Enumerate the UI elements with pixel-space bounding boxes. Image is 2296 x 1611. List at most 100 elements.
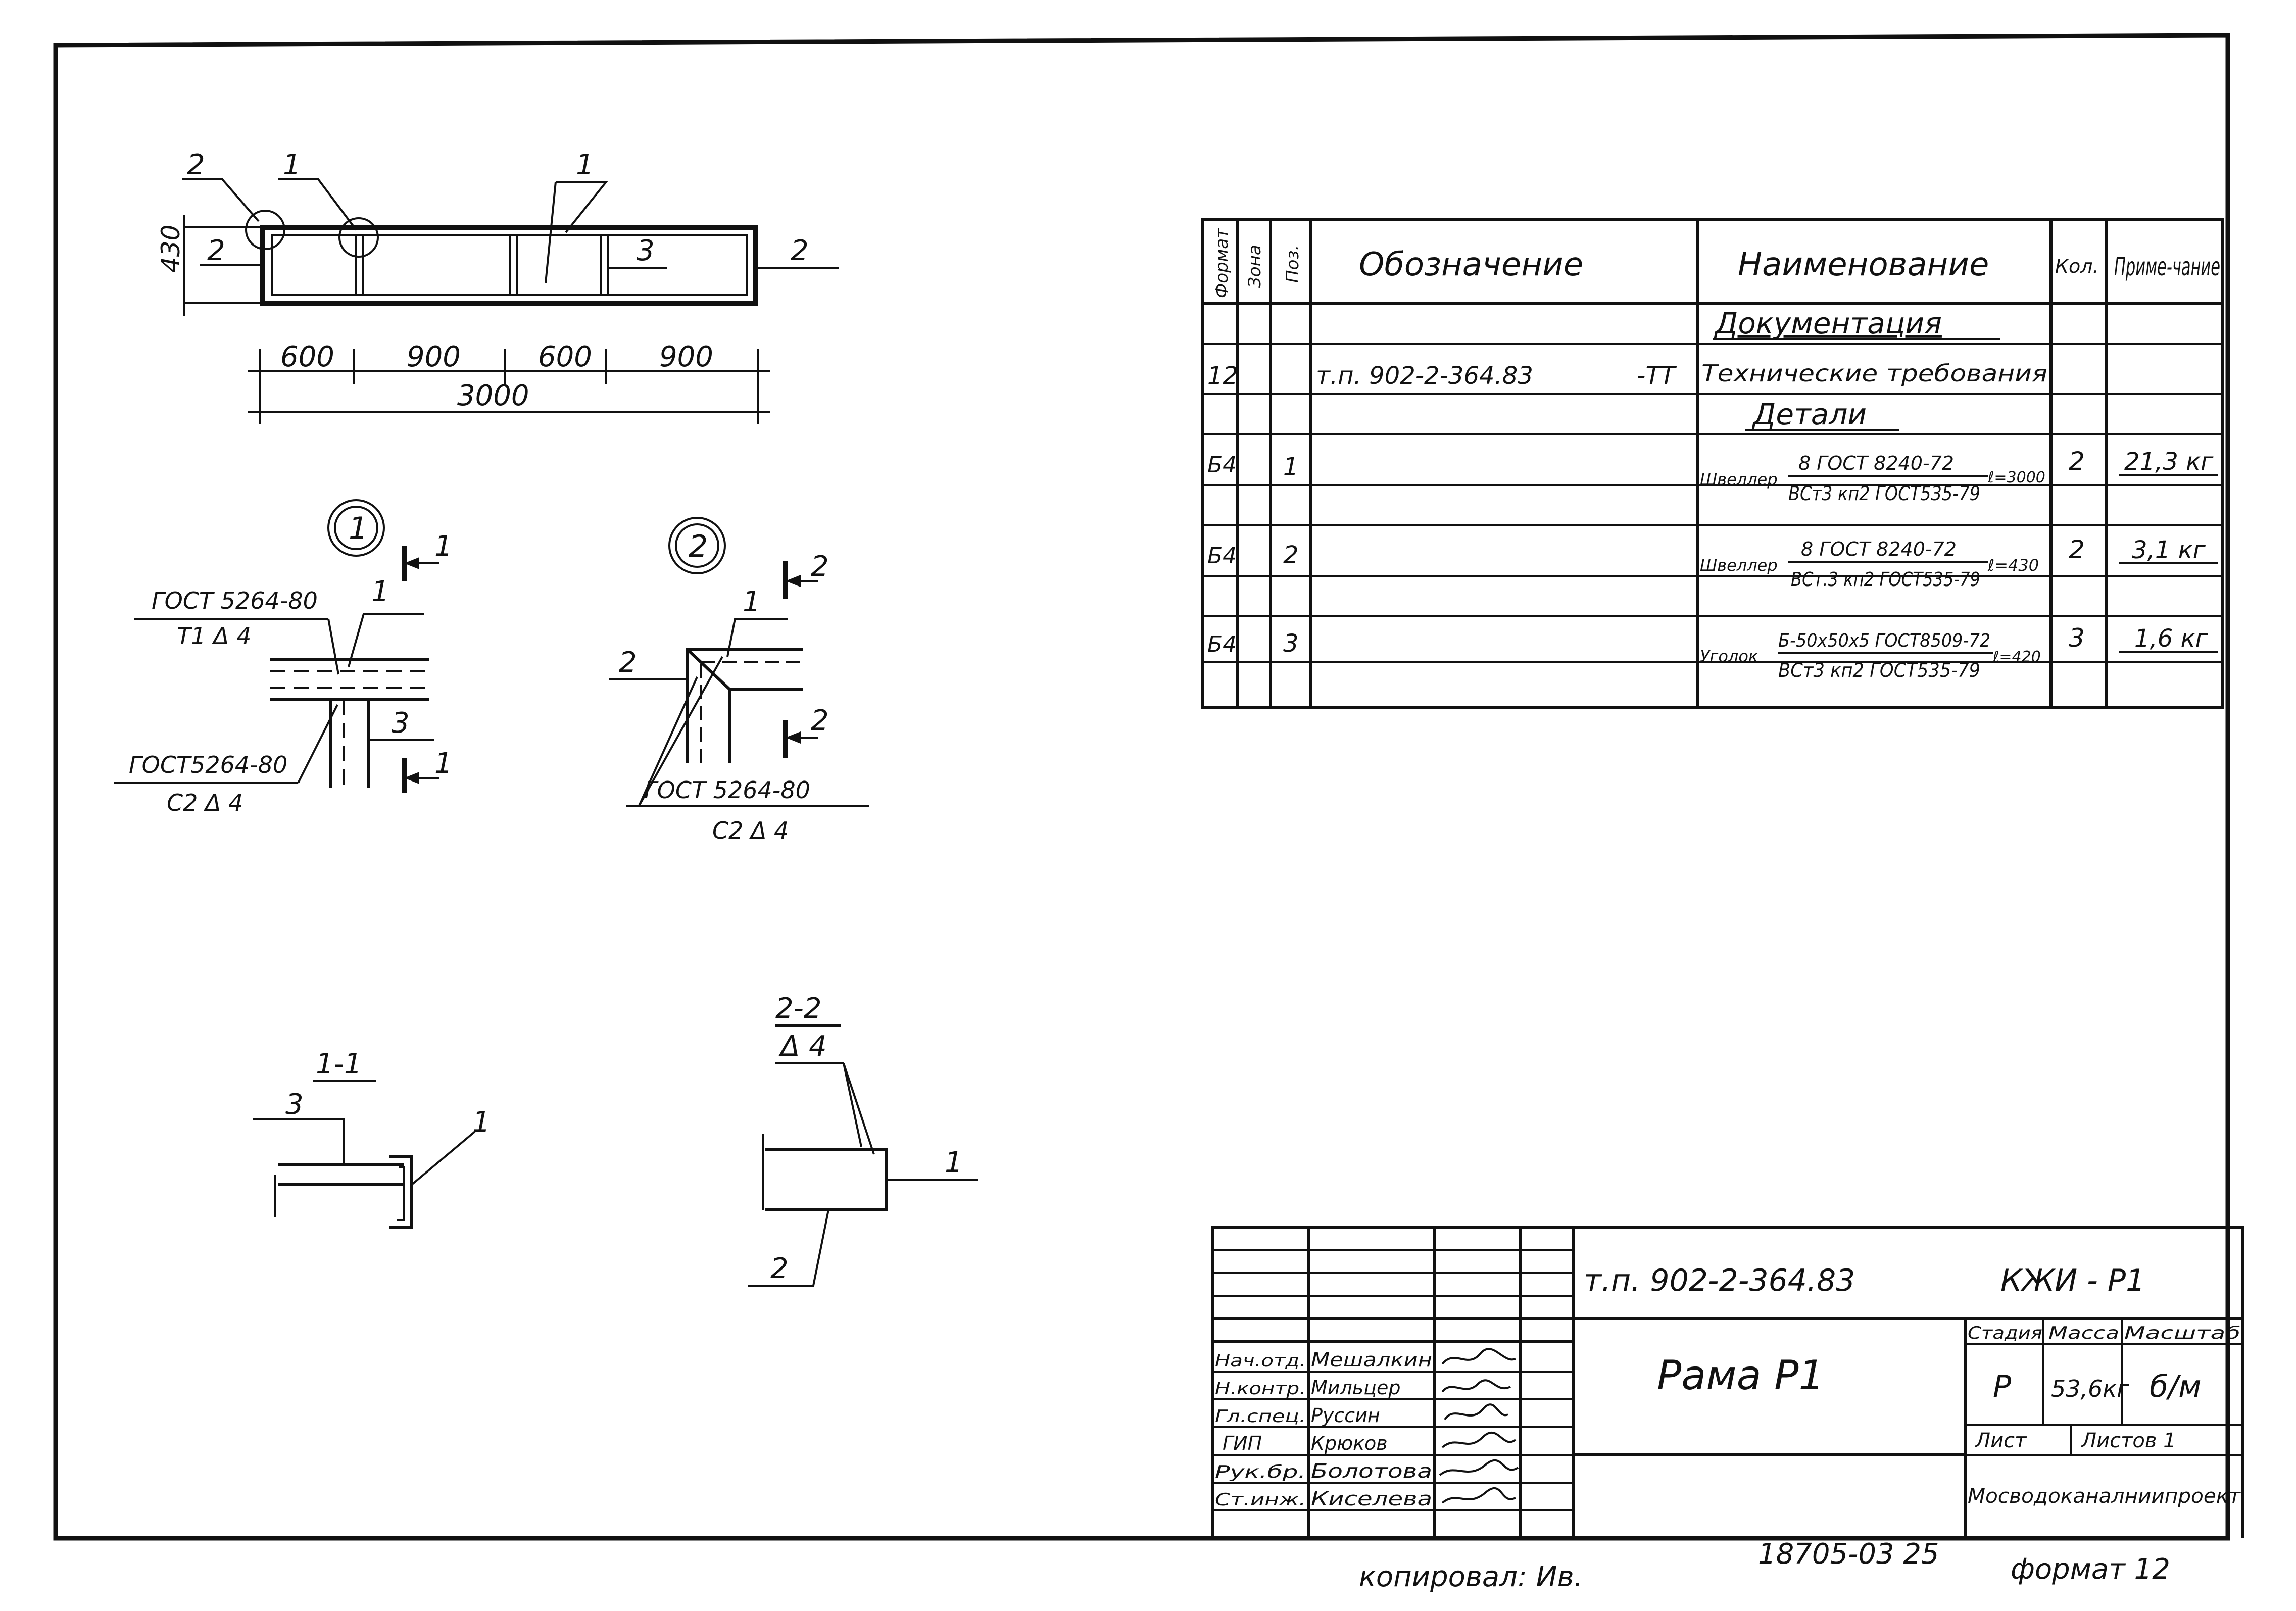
title-stage: Р [1993,1369,2012,1404]
spec-header-zone: Зона [1245,245,1265,288]
spec-doc-designation: т.п. 902-2-364.83 [1316,362,1533,390]
spec-row-3-format: Б4 [1207,631,1237,657]
spec-row-2-bottom: ВСт.3 кп2 ГОСТ535-79 [1791,568,1980,591]
spec-row-3-top: Б-50х50х5 ГОСТ8509-72 [1778,630,1990,651]
spec-header-qty: Кол. [2055,255,2099,277]
spec-row-3-kind: Уголок [1700,647,1758,666]
detail-2: 2 2 2 1 2 ГОСТ 5264-80 С2 Δ 4 [609,517,869,844]
callout-part-2: 2 [187,149,205,181]
dim-600-a: 600 [280,340,334,373]
title-mass: 53,6кг [2051,1375,2129,1402]
title-mark: КЖИ - Р1 [2000,1263,2145,1298]
callout-part-2-left: 2 [207,234,225,267]
spec-row-3-length: ℓ=420 [1992,648,2041,666]
spec-doc-suffix: -ТТ [1637,362,1677,390]
detail-2-weld-std: ГОСТ 5264-80 [644,776,810,804]
callout-part-1-right: 1 [576,149,594,181]
spec-header-designation: Обозначение [1359,246,1583,283]
signer-role-6: Ст.инж. [1215,1490,1306,1510]
title-organization: Мосводоканалниипроект [1968,1485,2241,1508]
spec-doc-format: 12 [1207,362,1238,390]
section-1-1-part-3: 3 [285,1088,304,1121]
footer-archive-number: 18705-03 25 [1758,1538,1939,1571]
spec-row-1-bottom: ВСт3 кп2 ГОСТ535-79 [1788,482,1980,505]
signer-role-3: Гл.спец. [1215,1406,1306,1427]
title-scale-label: Масштаб [2124,1323,2240,1343]
footer-copied: копировал: Ив. [1359,1560,1583,1593]
spec-section-details: Детали [1751,397,1867,431]
detail-2-circle [245,210,285,250]
signer-name-5: Болотова [1311,1460,1432,1482]
spec-row-1-pos: 1 [1283,453,1299,481]
callout-part-1: 1 [283,149,301,181]
detail-2-weld-code: С2 Δ 4 [712,817,789,844]
frame-plan-view: 2 1 1 2 3 2 430 600 900 600 900 3000 [156,149,839,424]
signer-role-2: Н.контр. [1215,1379,1306,1399]
spec-row-2-qty: 2 [2069,535,2085,564]
signer-name-3: Руссин [1311,1404,1380,1427]
spec-row-3-qty: 3 [2069,623,2085,653]
spec-header-note: Приме-чание [2114,252,2220,281]
drawing-frame [53,33,2230,1541]
spec-row-1-qty: 2 [2069,447,2085,476]
signer-name-4: Крюков [1311,1432,1388,1454]
detail-1-weld-top-std: ГОСТ 5264-80 [152,587,318,614]
cut-2-bottom: 2 [811,704,829,737]
detail-1: 1 1 1 1 3 ГОСТ 5264-80 Т1 Δ 4 ГОСТ5264-8… [114,499,453,816]
detail-1-circle [338,217,379,258]
detail-1-part-1: 1 [371,575,389,608]
frame-outline [260,225,758,306]
spec-header-name: Наименование [1738,246,1989,283]
detail-1-weld-bottom-std: ГОСТ5264-80 [129,751,287,778]
section-2-2-part-2: 2 [770,1252,789,1285]
title-stage-label: Стадия [1968,1323,2042,1343]
spec-row-2-top: 8 ГОСТ 8240-72 [1801,538,1957,560]
dim-600-b: 600 [538,340,592,373]
spec-row-2-length: ℓ=430 [1987,556,2039,575]
title-scale: б/м [2150,1369,2201,1404]
title-block: т.п. 902-2-364.83 КЖИ - Р1 Рама Р1 Стади… [1211,1226,2244,1538]
spec-row-3-bottom: ВСт3 кп2 ГОСТ535-79 [1778,659,1980,681]
title-sheets-label: Листов 1 [2080,1429,2176,1452]
callout-part-2-right: 2 [791,234,809,267]
spec-row-1-kind: Швеллер [1700,470,1778,489]
spec-row-1-note: 21,3 кг [2124,448,2214,476]
detail-1-marker: 1 [349,511,368,546]
spec-header-pos: Поз. [1283,245,1303,283]
footer-format: формат 12 [2011,1553,2170,1586]
spec-row-2-pos: 2 [1283,541,1299,569]
spec-row-2-kind: Швеллер [1700,556,1778,575]
section-1-1: 1-1 3 1 [253,1048,491,1229]
section-2-2-weld: Δ 4 [778,1030,827,1063]
detail-2-part-1: 1 [743,585,761,618]
callout-part-3: 3 [637,234,655,267]
section-2-2-part-1: 1 [945,1146,963,1179]
spec-row-1-format: Б4 [1207,452,1237,478]
spec-section-docs: Документация [1714,306,1942,340]
section-2-2: 2-2 Δ 4 1 2 [748,992,978,1287]
detail-2-marker: 2 [689,529,708,564]
signatures [1439,1348,1519,1504]
detail-2-part-2: 2 [619,646,637,679]
specification-table: Формат Зона Поз. Обозначение Наименовани… [1201,218,2224,709]
section-1-1-title: 1-1 [316,1048,362,1081]
detail-1-weld-top-code: Т1 Δ 4 [177,622,251,650]
section-1-1-part-1: 1 [472,1106,491,1139]
signer-name-2: Мильцер [1311,1377,1401,1399]
section-2-2-title: 2-2 [775,992,821,1025]
cut-1-bottom: 1 [434,747,453,780]
spec-row-2-format: Б4 [1207,543,1237,569]
signer-role-1: Нач.отд. [1215,1351,1306,1371]
spec-row-2-note: 3,1 кг [2132,536,2206,564]
dim-900-b: 900 [659,340,713,373]
detail-1-weld-bottom-code: С2 Δ 4 [167,789,243,816]
title-sheet-label: Лист [1974,1429,2027,1452]
detail-1-part-3: 3 [392,707,410,740]
signer-name-6: Киселева [1311,1488,1432,1510]
height-dimension: 430 [156,225,185,273]
signer-name-1: Мешалкин [1311,1349,1432,1371]
dim-900-a: 900 [407,340,461,373]
signer-role-4: ГИП [1223,1432,1262,1454]
spec-row-1-length: ℓ=3000 [1987,469,2045,486]
